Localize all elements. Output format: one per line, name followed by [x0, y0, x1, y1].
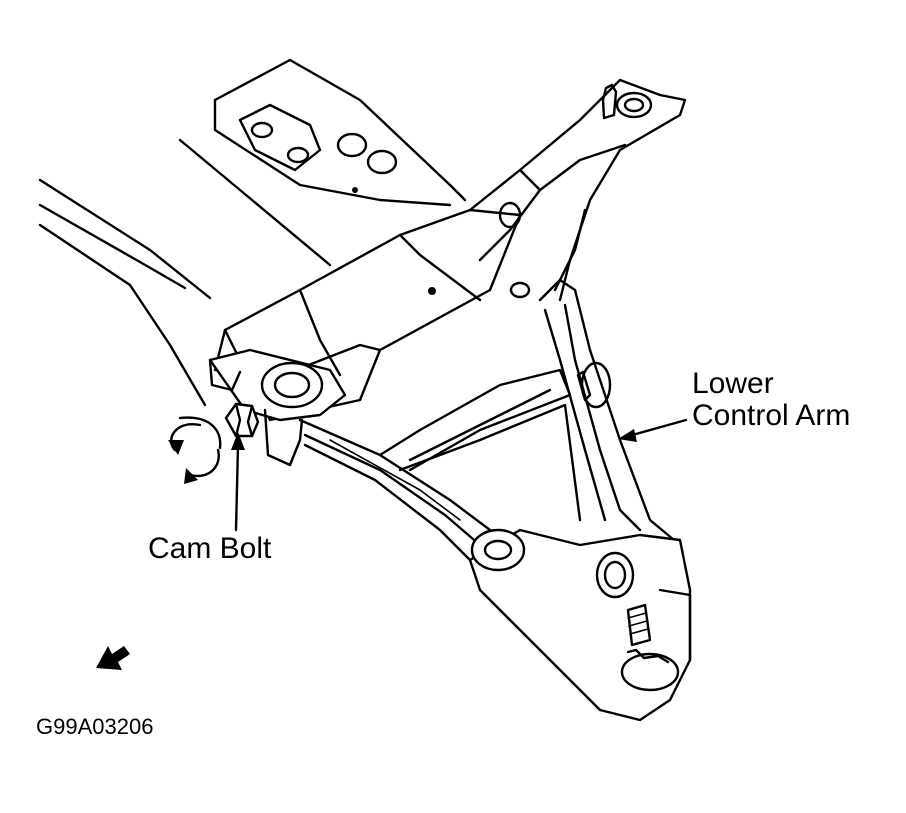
front-direction-arrow-icon: [96, 646, 130, 670]
figure-code: G99A03206: [36, 714, 154, 739]
cam-bolt-label: Cam Bolt: [148, 532, 272, 565]
rotation-arrows-icon: [168, 416, 222, 484]
lower-control-arm: [208, 278, 692, 722]
lower-control-arm-label-line1: Lower: [692, 367, 774, 400]
lower-control-arm-leader: [618, 418, 688, 442]
crossmember: [38, 58, 687, 422]
cam-bolt: [224, 402, 260, 438]
lower-control-arm-label-line2: Control Arm: [692, 399, 851, 432]
cam-bolt-leader: [231, 432, 245, 532]
lower-control-arm-label: Lower Control Arm: [692, 368, 850, 432]
